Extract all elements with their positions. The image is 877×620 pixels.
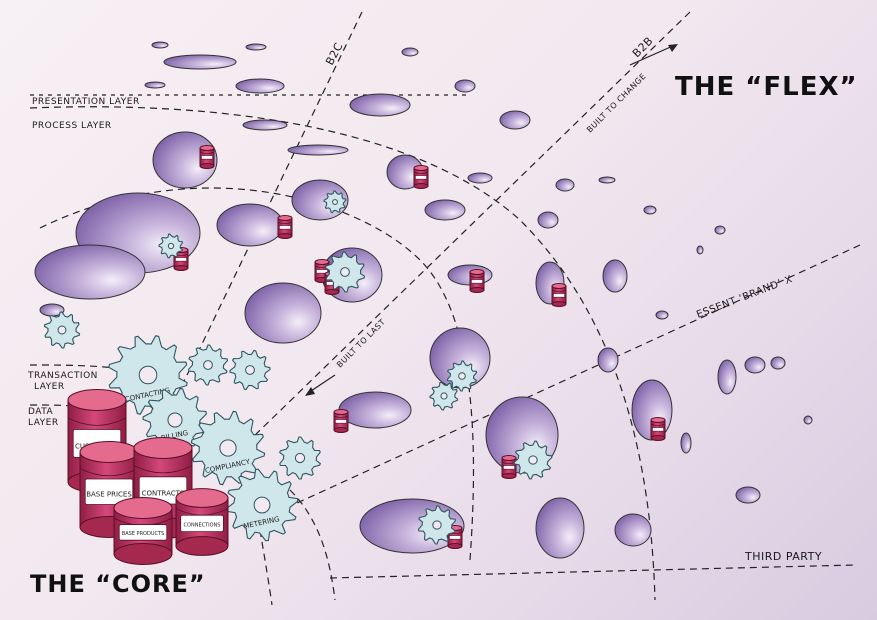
database-icon: [501, 454, 517, 480]
essent-axis-line: [259, 244, 861, 521]
application-blob: [643, 205, 657, 215]
built-to-change-arrow: [629, 44, 676, 66]
gear-icon: [513, 440, 553, 480]
process-layer-label: PROCESS LAYER: [32, 121, 112, 131]
application-blob: [338, 391, 412, 429]
application-blob: [287, 144, 349, 156]
gear-icon: [229, 349, 271, 391]
application-blob: [744, 356, 766, 374]
application-blob: [597, 347, 619, 373]
data-layer-label-1: DATA: [28, 407, 54, 417]
application-blob: [34, 244, 146, 300]
essent-brand-label: ESSENT ‘BRAND’ X: [695, 274, 794, 321]
transaction-layer-label-1: TRANSACTION: [27, 371, 98, 381]
application-blob: [245, 43, 267, 51]
b2b-label: B2B: [630, 34, 656, 60]
application-blob: [499, 110, 531, 130]
gear-icon: COMPLIANCY: [190, 410, 266, 486]
database-icon: BASE PRODUCTS: [113, 497, 173, 565]
gear-icon: [158, 233, 184, 259]
application-blob: [235, 78, 285, 94]
application-blob: [424, 199, 466, 221]
core-boundary-arc: [289, 489, 336, 601]
inner-arc: [39, 187, 475, 561]
gear-icon: [279, 436, 321, 480]
flex-title: THE “FLEX”: [675, 72, 858, 102]
database-icon: [277, 214, 293, 240]
application-blob: [144, 81, 166, 89]
application-blob: [555, 178, 575, 192]
gear-icon: [324, 251, 366, 293]
application-blob: [401, 47, 419, 57]
application-blob: [535, 497, 585, 559]
database-icon: [413, 164, 429, 190]
arrow-head-icon: [668, 44, 678, 52]
b2c-label: B2C: [323, 40, 346, 67]
database-icon: [551, 282, 567, 308]
application-blob: [680, 432, 692, 454]
gear-icon: METERING: [225, 468, 299, 542]
database-label: BASE PRODUCTS: [122, 531, 164, 537]
database-label: CONNECTIONS: [184, 522, 221, 528]
dashed-guides: [29, 11, 861, 606]
gear-icon: [187, 344, 229, 386]
application-blob: [602, 259, 628, 293]
application-blob: [614, 513, 652, 547]
arrows: [305, 44, 678, 396]
database-icon: [650, 416, 666, 442]
built-to-change-label: BUILT TO CHANGE: [585, 71, 648, 134]
database-icon: [469, 268, 485, 294]
arrow-head-icon: [305, 387, 315, 396]
application-blob: [216, 203, 284, 247]
gear-icon: [446, 360, 478, 392]
data-layer-label-2: LAYER: [28, 418, 59, 428]
database-icon: CONNECTIONS: [175, 488, 229, 556]
application-blob: [244, 282, 322, 344]
application-blob: [803, 415, 813, 425]
application-blob: [655, 310, 669, 320]
database-icon: [333, 408, 349, 434]
b2b-axis-line: [249, 11, 691, 441]
application-blob: [467, 172, 493, 184]
gear-icon: [43, 311, 81, 349]
application-blob: [696, 245, 704, 255]
application-blob: [454, 79, 476, 93]
gear-icon: [429, 381, 459, 411]
application-blob: [537, 211, 559, 229]
core-title: THE “CORE”: [30, 570, 206, 598]
gear-icon: [323, 190, 347, 214]
transaction-layer-label-2: LAYER: [34, 382, 65, 392]
database-icon: [199, 144, 215, 170]
small-databases: [173, 144, 666, 550]
application-blob: [349, 93, 411, 117]
database-label: BASE PRICES: [86, 490, 132, 498]
application-blob: [151, 41, 169, 49]
database-label: CONTRACTS: [142, 489, 185, 497]
application-blob: [717, 359, 737, 395]
built-to-last-label: BUILT TO LAST: [335, 317, 387, 369]
application-blob: [163, 54, 237, 70]
application-blob: [598, 176, 616, 184]
application-blob: [714, 225, 726, 235]
application-blob: [242, 119, 288, 131]
third-party-label: THIRD PARTY: [744, 550, 822, 563]
presentation-layer-label: PRESENTATION LAYER: [32, 97, 140, 107]
third-party-line: [329, 564, 856, 579]
application-blob: [770, 356, 786, 370]
application-blob: [735, 486, 761, 504]
gear-icon: [417, 505, 457, 545]
